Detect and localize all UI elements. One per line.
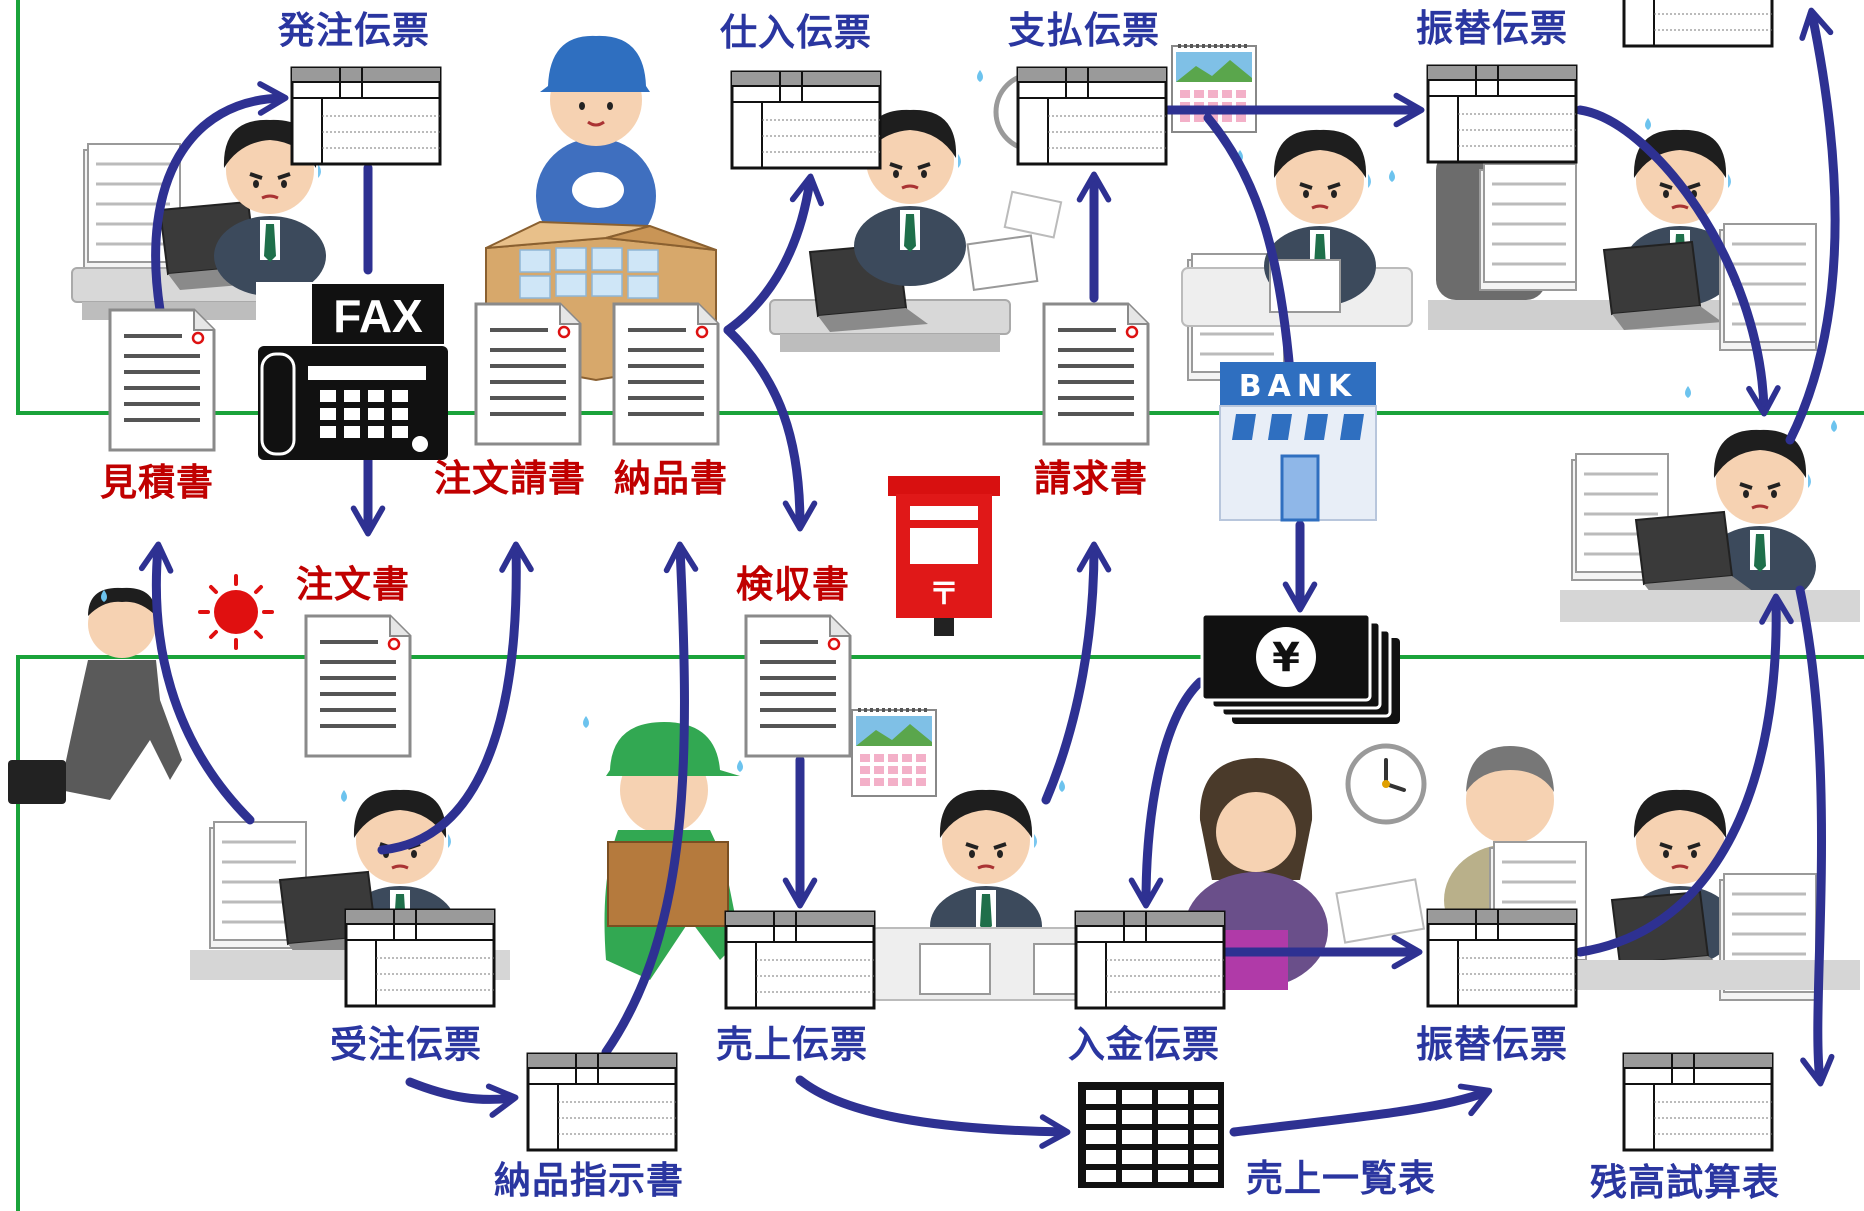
arrow-uriage-to-ichiranhyo <box>795 1075 1071 1149</box>
arrow-uriage-to-seikyusho <box>1041 541 1112 805</box>
arrow-nohinsho-to-shiire <box>723 173 825 335</box>
arrow-juchu-to-chumonukesho <box>377 541 534 855</box>
label-seikyusho: 請求書 <box>1034 457 1148 500</box>
label-nyukin-denpyo: 入金伝票 <box>1068 1023 1220 1066</box>
label-kenshusho: 検収書 <box>736 563 850 606</box>
arrow-yen-to-nyukin <box>1128 677 1205 909</box>
stressed-clerk-illustration <box>1181 127 1413 382</box>
label-furikae-denpyo-top: 振替伝票 <box>1416 7 1568 50</box>
label-hatchu-denpyo: 発注伝票 <box>278 9 430 52</box>
arrow-accountant-to-zandaka <box>1795 585 1835 1087</box>
label-mitsumorisho: 見積書 <box>100 461 214 504</box>
kenshu-document <box>744 614 852 758</box>
label-uriage-ichiranhyo: 売上一覧表 <box>1246 1157 1436 1200</box>
label-juchu-denpyo: 受注伝票 <box>330 1023 482 1066</box>
arrow-juchu-to-nohinshiji <box>405 1077 519 1118</box>
delivery-person-illustration <box>583 716 743 980</box>
salesman-illustration <box>8 587 182 804</box>
chumon-document <box>304 614 412 758</box>
label-nohin-shijisho: 納品指示書 <box>494 1159 684 1202</box>
label-zandaka-shisanhyo: 残高試算表 <box>1590 1161 1780 1204</box>
bank-building-icon: BANK <box>1219 362 1377 522</box>
fax-sign: FAX <box>333 290 423 342</box>
post-box-icon: 〒 <box>888 476 1000 636</box>
label-uriage-denpyo: 売上伝票 <box>716 1023 868 1066</box>
yen-sign: ¥ <box>1272 635 1300 681</box>
yen-banknotes-icon: ¥ <box>1200 612 1400 724</box>
furikae-slip-top <box>1426 64 1578 164</box>
seikyu-document <box>1042 302 1150 446</box>
calendar-icon <box>850 708 938 798</box>
nohin-shiji-slip <box>526 1052 678 1152</box>
mitsumori-document <box>108 308 216 452</box>
label-nohinsho: 納品書 <box>614 457 728 500</box>
nohin-document <box>612 302 720 446</box>
flow-arrows <box>138 7 1840 1149</box>
spreadsheet-table-icon <box>1078 1082 1224 1188</box>
nyukin-slip <box>1074 910 1226 1010</box>
slip-top-right-corner <box>1622 0 1774 48</box>
arrow-furikae-top-to-accountant <box>1575 105 1781 417</box>
arrow-mitsumori-to-hatchu <box>151 81 289 315</box>
clock-icon <box>1348 746 1424 822</box>
furikae-slip-bottom <box>1426 908 1578 1008</box>
arrow-ichiranhyo-to-furikae <box>1229 1083 1493 1137</box>
label-furikae-denpyo-bottom: 振替伝票 <box>1416 1023 1568 1066</box>
chumon-uke-document <box>474 302 582 446</box>
label-chumonsho: 注文書 <box>296 563 410 606</box>
zandaka-slip <box>1622 1052 1774 1152</box>
arrow-nohinsho-to-kenshusho <box>723 325 818 532</box>
shiire-slip <box>730 70 882 170</box>
shiharai-slip <box>1016 66 1168 166</box>
post-sign: 〒 <box>929 577 959 612</box>
warehouse-worker-illustration <box>536 35 656 254</box>
juchu-slip <box>344 908 496 1008</box>
ledger-clerk-illustration <box>1560 787 1860 1002</box>
bank-sign: BANK <box>1239 369 1357 404</box>
hatchu-slip <box>290 66 442 166</box>
label-shiire-denpyo: 仕入伝票 <box>720 11 872 54</box>
uriage-slip <box>724 910 876 1010</box>
arrow-accountant-to-top-right <box>1785 7 1840 445</box>
arrow-nohinshiji-to-nohinsho <box>601 541 699 1057</box>
label-shiharai-denpyo: 支払伝票 <box>1008 9 1160 52</box>
arrow-juchu-to-mitsumori <box>138 541 255 825</box>
arrow-furikae-bottom-to-accountant <box>1575 593 1794 957</box>
phone-worker-illustration <box>769 70 1063 353</box>
fax-machine-icon: FAX <box>256 282 448 460</box>
label-chumon-ukesho: 注文請書 <box>434 457 586 500</box>
arrow-shiharai-to-bank <box>1203 113 1295 377</box>
accountant-illustration <box>1560 386 1860 622</box>
sun-icon <box>198 574 274 650</box>
